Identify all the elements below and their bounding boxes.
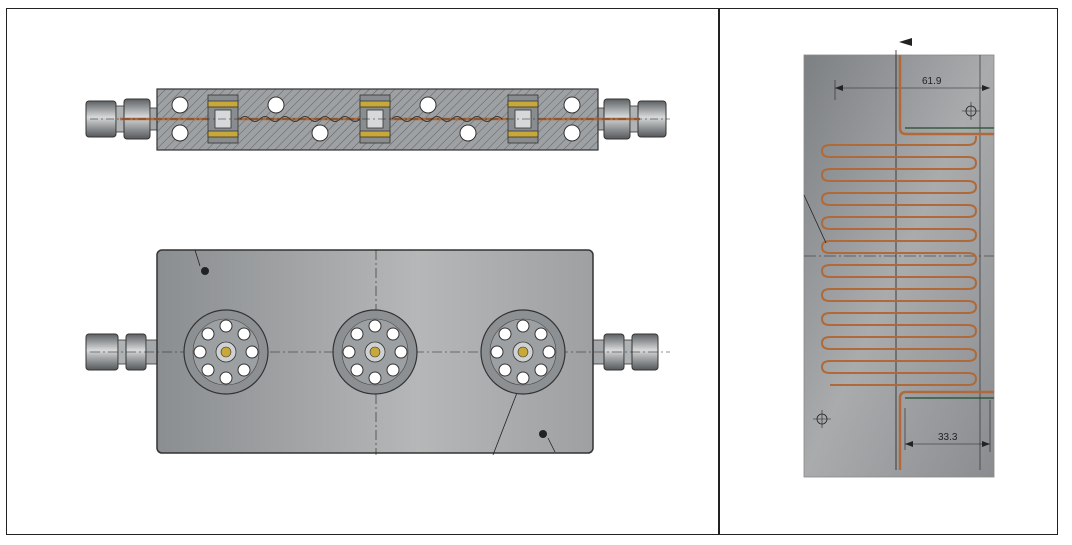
serpentine-channel-detail: 61.9 33.3 xyxy=(803,38,995,478)
cross-section-view xyxy=(85,88,670,151)
section-body xyxy=(90,88,670,151)
sensor-flange-2 xyxy=(332,309,418,395)
crosshair-1 xyxy=(962,102,980,120)
crosshair-2 xyxy=(813,410,831,428)
figure-frame xyxy=(6,8,1058,535)
top-view xyxy=(85,249,670,456)
mounting-hole-1 xyxy=(201,267,209,275)
dimension-upper: 61.9 xyxy=(922,76,942,87)
sensor-flange-1 xyxy=(183,309,269,395)
sensor-flange-3 xyxy=(480,309,566,395)
mounting-hole-2 xyxy=(539,430,547,438)
serpentine-coil xyxy=(820,136,978,386)
dimension-lower: 33.3 xyxy=(938,432,958,443)
panel-divider xyxy=(718,8,720,535)
